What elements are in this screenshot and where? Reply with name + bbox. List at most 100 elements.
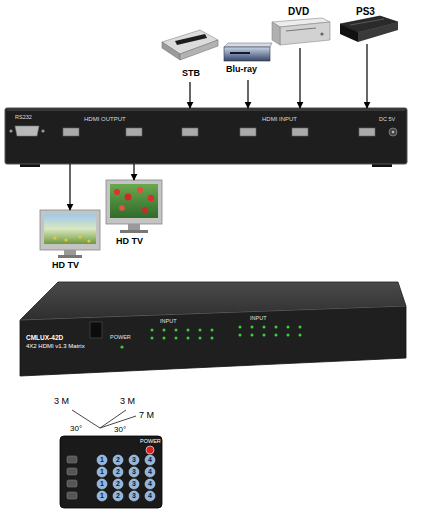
remote-control [67,456,77,499]
rear-panel [9,129,12,132]
front-panel [211,337,214,340]
node-text: INPUT [160,318,177,324]
front-panel [239,334,242,337]
hd-tv [142,207,148,213]
dvd-player [280,22,330,45]
signal-arrow [133,164,134,180]
button-number: 1 [100,468,104,476]
signal-arrow [69,164,70,210]
hd-tv [125,194,132,201]
front-panel [287,334,290,337]
front-panel [211,329,214,332]
node-text: DC 5V [379,116,395,122]
hd-tv [58,255,82,258]
button-number: 3 [132,480,136,488]
button-number: 1 [100,492,104,500]
stb-device [175,34,207,45]
signal-arrow [299,48,300,108]
front-panel [275,326,278,329]
tv-label: HD TV [104,180,164,250]
remote-control [145,455,155,465]
remote-control [113,455,123,465]
bluray-player [224,47,270,61]
button-number: 4 [148,456,152,464]
hd-tv [64,238,67,241]
hd-tv [106,180,162,233]
hd-tv [106,180,162,224]
hd-tv [114,189,120,195]
front-panel [199,337,202,340]
rear-panel [15,126,39,136]
hd-tv [87,239,90,242]
remote-control [113,479,123,489]
rear-panel [392,131,395,134]
front-panel [251,334,254,337]
hd-tv [128,224,140,230]
rear-panel [5,108,407,164]
rear-panel: RS232HDMI OUTPUTHDMI INPUTDC 5V [5,108,407,164]
hd-tv [40,210,100,250]
remote-control [67,480,77,487]
remote-control [67,492,77,499]
dvd-player [272,22,280,45]
dimension-label: 7 M [139,410,154,420]
hd-tv [64,250,76,255]
front-panel [151,326,302,340]
remote-control [145,467,155,477]
node-text: 4X2 HDMI v1.3 Matrix [26,343,85,350]
signal-arrow [366,44,367,108]
hd-tv [137,187,143,193]
hd-tv [44,214,96,244]
node-text: PS3 [356,6,375,18]
front-panel [263,326,266,329]
device-label: PS3 [336,6,398,44]
front-panel [175,329,178,332]
front-panel [287,326,290,329]
ps3-console [340,24,358,42]
remote-control [113,467,123,477]
front-panel [199,329,202,332]
front-panel [151,329,154,332]
dvd-player [320,32,323,35]
button-number: 2 [116,492,120,500]
hd-tv [78,235,81,238]
hd-tv [148,195,154,201]
button-number: 1 [100,456,104,464]
node-text: HD TV [52,260,79,270]
node-text: HDMI OUTPUT [84,116,126,123]
node-text: POWER [110,334,131,340]
button-number: 3 [132,468,136,476]
node-text: INPUT [250,315,267,321]
button-number: 1 [100,480,104,488]
device-label: Blu-ray [222,42,274,80]
device-label: STB [160,30,220,82]
remote-control [60,436,162,508]
stb-device [180,40,218,60]
bluray-player [224,43,272,61]
remote-control [67,468,77,475]
remote-control [129,491,139,501]
dimension-label: 3 M [120,396,135,406]
node-text: RS232 [15,114,32,120]
button-number: 3 [132,492,136,500]
tv-label: HD TV [38,210,102,274]
button-number: 3 [132,456,136,464]
ps3-console [358,22,398,42]
front-panel [299,326,302,329]
bluray-player [230,52,250,54]
front-panel [275,334,278,337]
button-number: 2 [116,468,120,476]
ps3-console [350,19,384,25]
node-text: DVD [288,6,309,18]
rear-panel [126,128,142,136]
front-panel [187,337,190,340]
node-text: STB [182,68,200,78]
rear-panel [182,128,198,136]
hd-tv [120,230,148,233]
button-number: 4 [148,492,152,500]
rear-panel [63,128,79,136]
dvd-player [272,18,330,45]
front-panel [20,306,406,376]
